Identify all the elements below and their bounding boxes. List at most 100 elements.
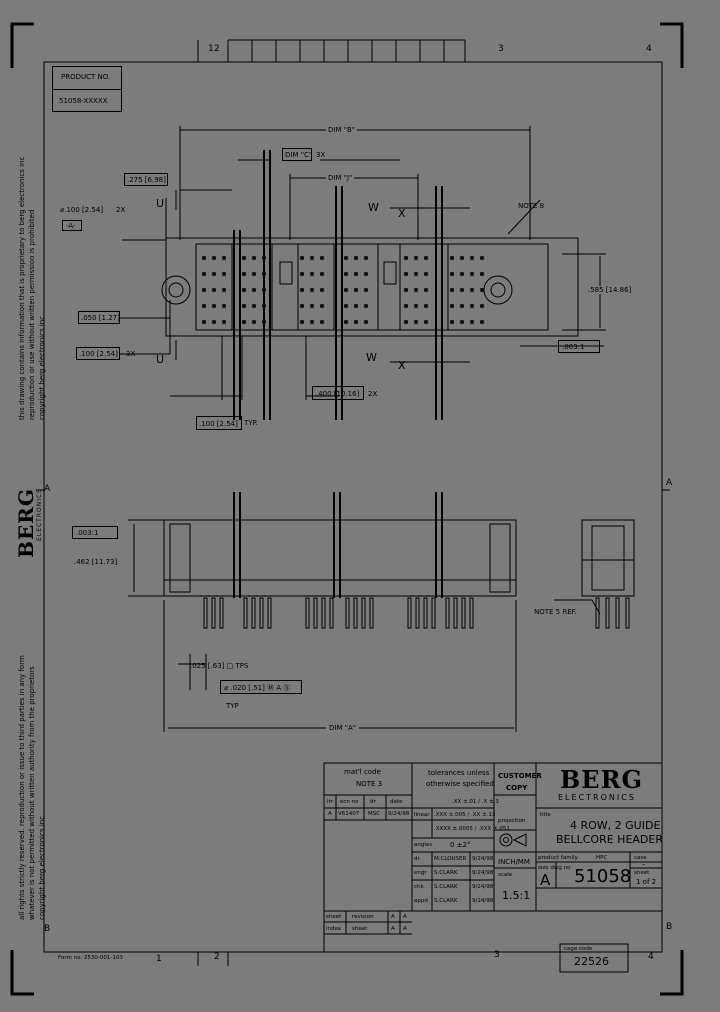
top-ruler — [251, 40, 445, 62]
contact-dot — [262, 256, 266, 260]
rights-notice-line-2: whatever is not permitted without writte… — [28, 666, 36, 920]
contact-dot — [222, 320, 226, 324]
tail-pins — [203, 597, 474, 629]
contact-dot — [344, 304, 348, 308]
tail-pin — [445, 597, 450, 629]
contact-dot — [252, 256, 256, 260]
contact-dot — [344, 272, 348, 276]
contact-dot — [414, 288, 418, 292]
sign-name-appd: S.CLARK — [434, 898, 458, 904]
contact-dot — [222, 256, 226, 260]
tail-pin — [361, 597, 366, 629]
section-label-x-top: X — [398, 207, 406, 220]
rev-header-date: date — [390, 799, 403, 805]
rev-row-date: 9/24/98 — [388, 811, 410, 817]
contact-dot — [310, 304, 314, 308]
sign-role-appd: appd — [414, 898, 428, 904]
tail-pin — [345, 597, 350, 629]
contact-dot — [470, 256, 474, 260]
contact-dot — [262, 288, 266, 292]
dim-462: .462 [11.73] — [74, 558, 118, 566]
contact-dot — [252, 304, 256, 308]
side-cut-lines — [233, 492, 443, 598]
rev-header-dr: dr — [370, 799, 376, 805]
contact-dot — [320, 288, 324, 292]
tail-pin — [203, 597, 208, 629]
contact-dot — [460, 256, 464, 260]
sign-date-chk: 9/24/98 — [472, 884, 494, 890]
tail-pin — [259, 597, 264, 629]
tail-pin — [329, 597, 334, 629]
position-tolerance-frame: ⌀ .020 [.51] Ⓜ A Ⓢ — [220, 680, 302, 694]
end-view-pin — [615, 597, 620, 629]
contact-dot — [480, 272, 484, 276]
contact-dot — [460, 288, 464, 292]
zone-number-bottom-2: 2 — [214, 952, 220, 962]
zone-number-bottom-4: 4 — [648, 952, 654, 962]
contact-dot — [480, 304, 484, 308]
zone-letter-left-b: B — [44, 924, 51, 934]
proprietary-notice-line-3: copyright berg electronics inc — [38, 315, 46, 420]
rev-header-ltr: ltr — [327, 799, 333, 805]
contact-dot — [364, 320, 368, 324]
contact-dot — [212, 256, 216, 260]
contact-dot — [414, 272, 418, 276]
tail-pin — [369, 597, 374, 629]
end-view-pin — [625, 597, 630, 629]
section-label-w-top: W — [368, 201, 379, 214]
index-label: index — [326, 926, 342, 932]
contact-dot — [460, 272, 464, 276]
dim-100-typ: .100 [2.54] — [199, 420, 238, 428]
case-value: – — [642, 860, 646, 868]
dim-100-diameter: ⌀.100 [2.54] — [60, 206, 104, 214]
contact-dot — [470, 288, 474, 292]
tolerance-values-3: .XXXX ±.0005 / .XXX ±.051 — [434, 826, 510, 832]
tail-pin — [423, 597, 428, 629]
contact-dot — [310, 320, 314, 324]
tolerance-values-1: .XX ±.01 / .X ±.3 — [452, 799, 499, 805]
proprietary-notice-line-1: this drawing contains information that i… — [18, 156, 26, 420]
contact-dot — [404, 272, 408, 276]
dim-050: .050 [1.27] — [81, 314, 120, 322]
tolerance-header-2: otherwise specified — [426, 780, 494, 788]
sheet-value: 1 of 2 — [636, 878, 657, 886]
tail-pin — [461, 597, 466, 629]
flatness-side: .003:1 — [76, 529, 99, 537]
sign-name-engr: S.CLARK — [434, 870, 458, 876]
rev-row-dr: MSC — [368, 811, 381, 817]
contact-dot — [202, 304, 206, 308]
contact-dot — [404, 288, 408, 292]
product-number-box: PRODUCT NO. 51058-XXXXX — [52, 66, 122, 112]
contact-dot — [300, 272, 304, 276]
dim-100-3x-box: .100 [2.54] — [76, 347, 120, 360]
contact-dot — [242, 320, 246, 324]
end-view-pin — [605, 597, 610, 629]
end-view-pin — [595, 597, 600, 629]
tail-pin — [431, 597, 436, 629]
scale-label: scale — [498, 872, 513, 878]
dim-c-count: 3X — [316, 151, 326, 159]
contact-dot — [480, 256, 484, 260]
projection-symbol — [499, 833, 527, 847]
sheet-revision-revision-label: revision — [352, 914, 374, 920]
contact-dot — [404, 256, 408, 260]
sign-role-chk: chk — [414, 884, 424, 890]
product-family-value: HPC — [596, 855, 608, 861]
contact-dot — [300, 304, 304, 308]
contact-dot — [354, 304, 358, 308]
side-berg-logo: BERG — [14, 488, 38, 558]
contact-dot — [404, 320, 408, 324]
customer-copy-line-2: COPY — [506, 784, 528, 792]
sheet-label: sheet — [634, 870, 650, 876]
contact-dot — [354, 288, 358, 292]
proprietary-notice-line-2: reproduction or use without written perm… — [28, 209, 36, 420]
contact-dot — [252, 320, 256, 324]
form-number: Form no. 2530-001-103 — [58, 955, 123, 961]
contact-dot — [222, 272, 226, 276]
rights-notice-line-1: all rights strictly reserved. reproducti… — [18, 655, 26, 920]
zone-number-top-4: 4 — [646, 44, 652, 54]
dim-025-tps: .025 [.63] □ TPS — [190, 662, 249, 670]
contact-dot — [212, 288, 216, 292]
angles-value: 0 ±2° — [450, 841, 471, 849]
zone-number-bottom-1: 1 — [156, 954, 162, 964]
